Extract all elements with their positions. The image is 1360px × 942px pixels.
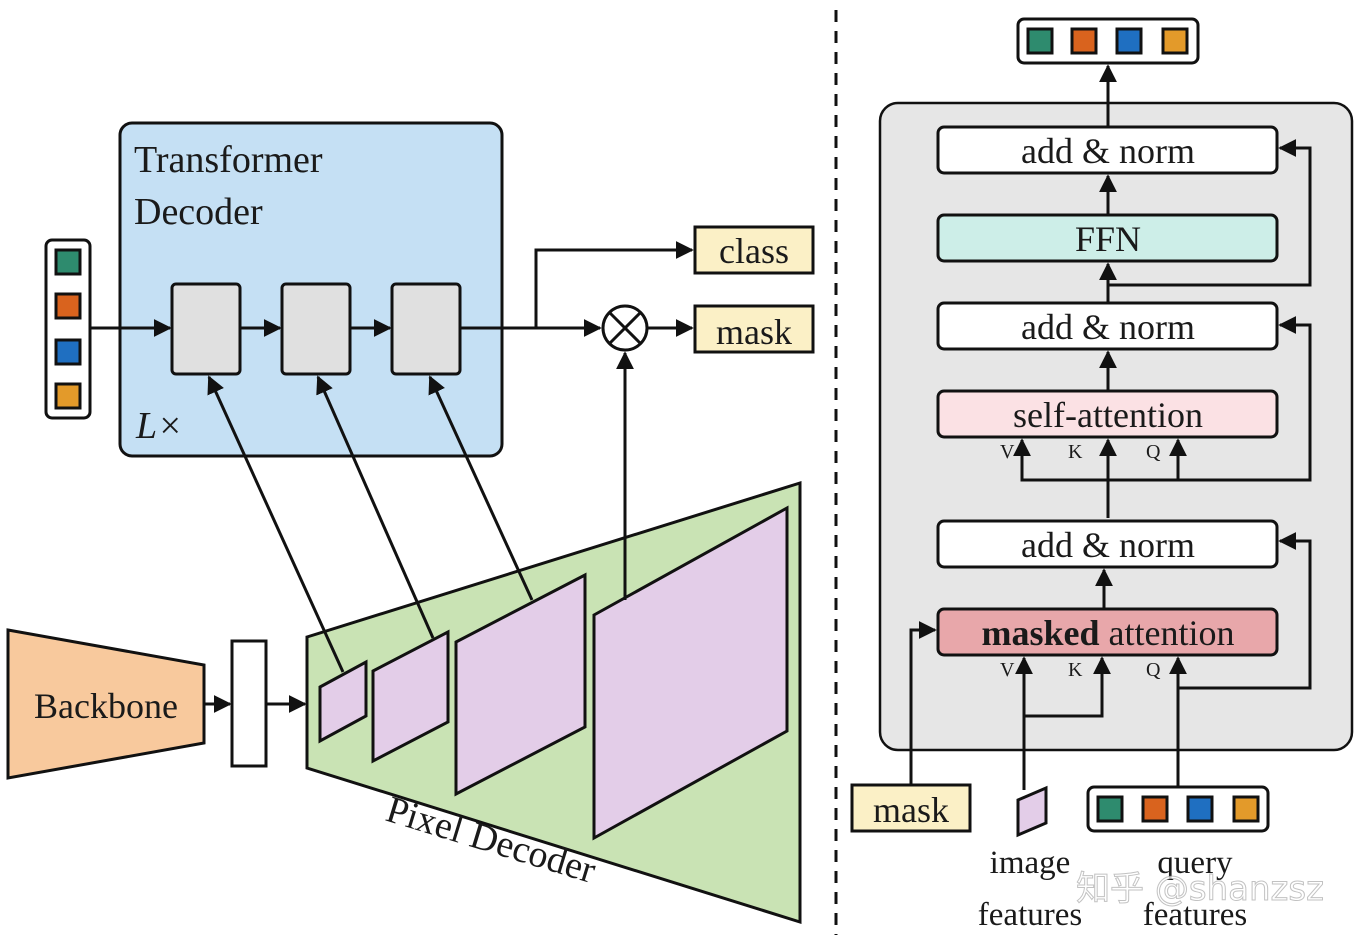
watermark: 知乎 @shanzsz xyxy=(1076,869,1324,909)
feature-map-3 xyxy=(454,572,587,797)
decoder-block-2 xyxy=(280,282,352,376)
add-norm-label-bottom: add & norm xyxy=(1021,525,1195,565)
output-token-blue xyxy=(1115,27,1143,55)
residual-self-attn xyxy=(1178,316,1312,482)
input-token-blue xyxy=(1186,795,1214,823)
mask-output-label: mask xyxy=(716,312,792,352)
add-norm-label-top: add & norm xyxy=(1021,131,1195,171)
output-token-gold xyxy=(1161,27,1189,55)
add-norm-box-top xyxy=(936,125,1279,175)
input-token-gold xyxy=(1232,795,1260,823)
mask-output-box xyxy=(693,304,815,354)
repeat-label: L× xyxy=(135,405,183,447)
masked-attn-q-label: Q xyxy=(1146,659,1161,681)
decoder-block-3 xyxy=(390,282,462,376)
masked-attention-box xyxy=(936,607,1279,657)
feature-map-1 xyxy=(318,659,368,744)
add-norm-label-middle: add & norm xyxy=(1021,307,1195,347)
self-attn-q-label: Q xyxy=(1146,441,1161,463)
product-cross-b xyxy=(608,311,642,345)
query-tokens-input xyxy=(1086,785,1270,833)
transformer-title-line1: Transformer xyxy=(134,139,323,181)
masked-attn-k-input xyxy=(1024,656,1111,718)
query-token-gold xyxy=(54,382,82,410)
input-token-orange xyxy=(1141,795,1169,823)
residual-masked-attn xyxy=(1178,532,1312,690)
self-attention-label: self-attention xyxy=(1013,395,1203,435)
decoder-block-1 xyxy=(170,282,242,376)
mask-input-arrow xyxy=(909,621,937,784)
masked-attention-rest: attention xyxy=(1100,613,1235,653)
class-output-label: class xyxy=(719,231,789,271)
masked-attn-v-label: V xyxy=(1000,659,1015,681)
masked-attn-k-label: K xyxy=(1068,659,1083,681)
add-norm-box-bottom xyxy=(936,519,1279,569)
masked-attention-bold: masked xyxy=(982,613,1100,653)
self-attn-v-label: V xyxy=(1000,441,1015,463)
ffn-label: FFN xyxy=(1075,219,1141,259)
input-token-teal xyxy=(1096,795,1124,823)
backbone-feature-bar xyxy=(230,639,268,768)
output-token-orange xyxy=(1070,27,1098,55)
feature-map-4 xyxy=(592,505,789,841)
self-attn-k-label: K xyxy=(1068,441,1083,463)
image-feature-icon xyxy=(1016,785,1048,838)
output-token-teal xyxy=(1026,27,1054,55)
mask-input-label: mask xyxy=(873,790,949,830)
query-token-teal xyxy=(54,248,82,276)
mask-input-box xyxy=(850,783,972,833)
arrow-to-class xyxy=(534,241,694,328)
backbone-label: Backbone xyxy=(34,686,178,726)
query-token-blue xyxy=(54,338,82,366)
arrow-fmap1-to-block1 xyxy=(207,375,345,673)
query-tokens-output xyxy=(1016,17,1200,65)
class-output-box xyxy=(693,225,815,275)
transformer-title-line2: Decoder xyxy=(134,191,263,233)
residual-ffn xyxy=(1108,139,1312,287)
masked-attention-label: masked attention xyxy=(982,613,1235,653)
feature-map-2 xyxy=(371,629,450,764)
image-features-line1: image xyxy=(990,845,1071,881)
query-token-orange xyxy=(54,292,82,320)
arrow-fmap3-to-block3 xyxy=(428,375,534,601)
query-features-line2: features xyxy=(1143,897,1247,933)
arrow-fmap2-to-block2 xyxy=(316,375,435,639)
self-attn-v-input xyxy=(1013,438,1108,482)
backbone-shape xyxy=(6,628,206,780)
image-features-line2: features xyxy=(978,897,1082,933)
query-features-line1: query xyxy=(1157,845,1233,881)
